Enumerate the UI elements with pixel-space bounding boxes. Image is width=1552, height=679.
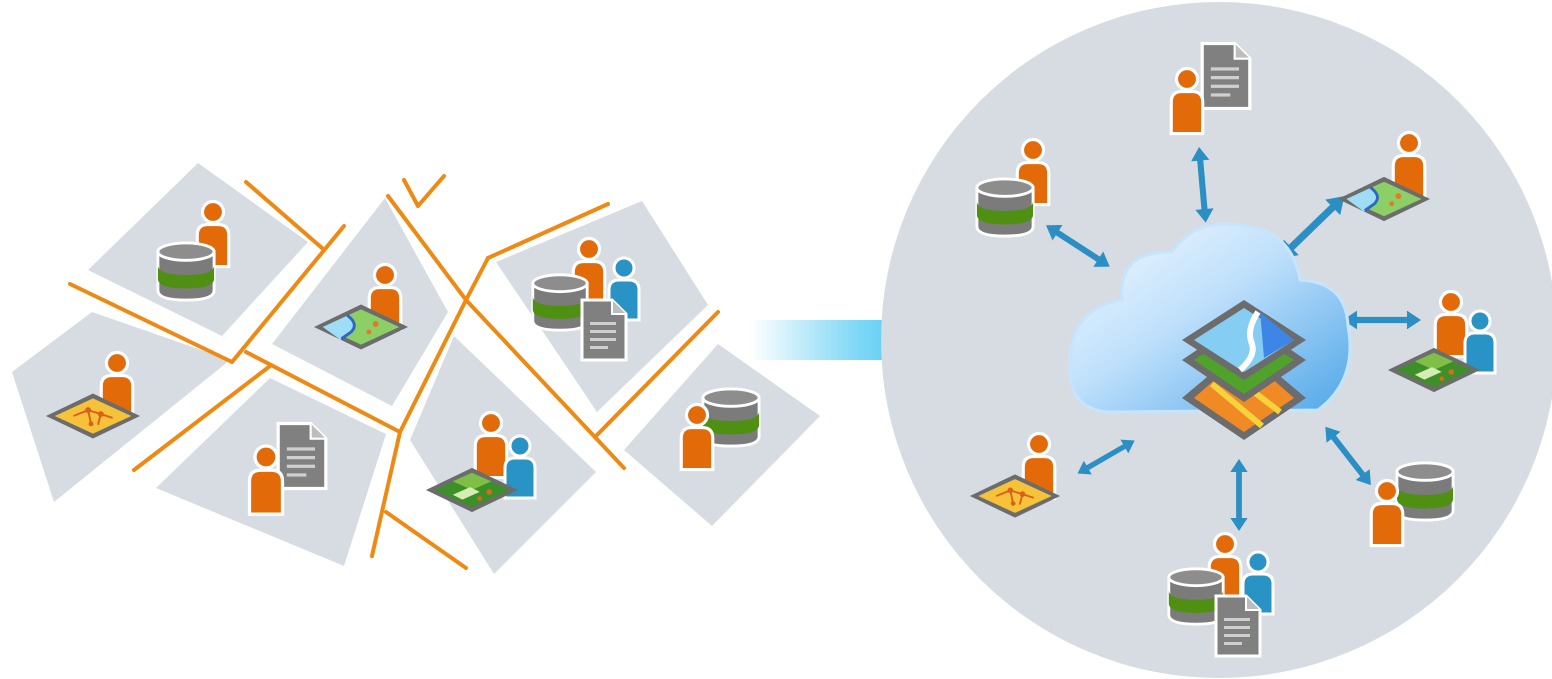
divider-line — [386, 194, 468, 302]
divider-line — [230, 224, 346, 364]
divider-line — [244, 180, 324, 250]
database-icon — [531, 273, 589, 332]
silo-dividers — [68, 174, 720, 570]
database-icon — [1395, 461, 1455, 522]
document-icon — [1214, 594, 1262, 658]
divider-line — [594, 310, 720, 438]
divider-line — [464, 256, 490, 302]
silo-panel — [272, 198, 448, 406]
divider-line — [464, 298, 626, 470]
divider-line — [416, 174, 446, 208]
divider-line — [68, 282, 234, 364]
divider-line — [384, 510, 468, 570]
person-icon — [679, 402, 715, 472]
person-icon — [247, 444, 285, 517]
divider-line — [132, 364, 272, 472]
database-icon — [975, 177, 1035, 238]
silo-panels — [12, 163, 820, 574]
divider-line — [486, 202, 610, 260]
document-icon — [276, 421, 328, 491]
person-icon — [1169, 66, 1205, 136]
document-icon — [1200, 41, 1252, 111]
person-icon — [1369, 478, 1405, 548]
person-icon — [1433, 289, 1469, 359]
divider-line — [370, 430, 402, 558]
divider-line — [402, 178, 420, 208]
database-icon — [156, 241, 216, 302]
team-icon — [1463, 309, 1497, 375]
layered-map-icon — [1182, 300, 1306, 440]
person-icon — [473, 410, 509, 480]
document-icon — [580, 298, 628, 362]
divider-line — [398, 298, 468, 434]
